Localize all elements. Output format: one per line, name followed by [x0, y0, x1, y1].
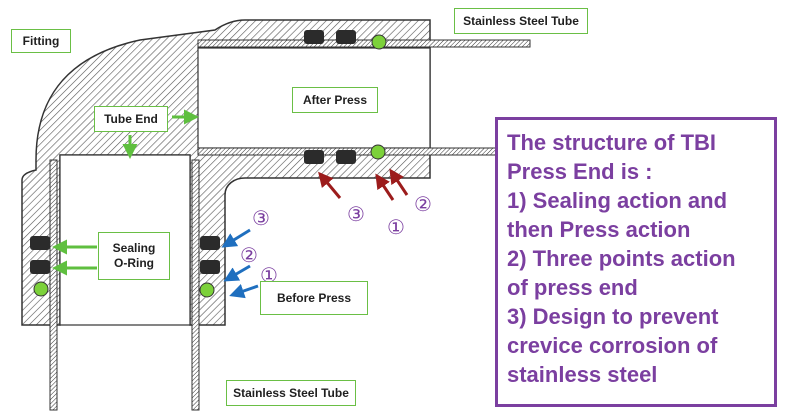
stainless-tube-top: [197, 39, 531, 48]
note-line: Press End is :: [507, 159, 653, 184]
label-arrows: [52, 109, 199, 276]
marker-after-3: ③: [347, 202, 365, 226]
label-stainless-tube-top: Stainless Steel Tube: [454, 8, 588, 34]
label-tube-end: Tube End: [94, 106, 168, 132]
label-stainless-tube-bottom: Stainless Steel Tube: [226, 380, 356, 406]
label-after-press: After Press: [292, 87, 378, 113]
before-press-seals: [30, 236, 220, 298]
label-sealing-oring: Sealing O-Ring: [98, 232, 170, 280]
before-press-arrows: [221, 228, 259, 299]
stainless-tube-top-lower: [197, 147, 531, 156]
note-line: crevice corrosion of: [507, 333, 718, 358]
marker-after-2: ②: [414, 192, 432, 216]
after-press-arrows: [318, 168, 409, 201]
note-line: 1) Sealing action and: [507, 188, 728, 213]
marker-before-3: ③: [252, 206, 270, 230]
note-line: then Press action: [507, 217, 691, 242]
marker-before-2: ②: [240, 243, 258, 267]
after-press-seals: [304, 30, 387, 164]
note-line: of press end: [507, 275, 638, 300]
label-sealing-line2: O-Ring: [114, 256, 154, 270]
note-line: 2) Three points action: [507, 246, 736, 271]
note-line: The structure of TBI: [507, 130, 717, 155]
stainless-tube-bottom-left: [49, 159, 58, 411]
label-before-press: Before Press: [260, 281, 368, 315]
note-line: 3) Design to prevent: [507, 304, 719, 329]
marker-after-1: ①: [387, 215, 405, 239]
note-line: stainless steel: [507, 362, 658, 387]
tbi-press-end-note: The structure of TBI Press End is : 1) S…: [495, 117, 777, 407]
stainless-tube-bottom-right: [191, 159, 200, 411]
label-fitting: Fitting: [11, 29, 71, 53]
label-sealing-line1: Sealing: [112, 241, 156, 255]
